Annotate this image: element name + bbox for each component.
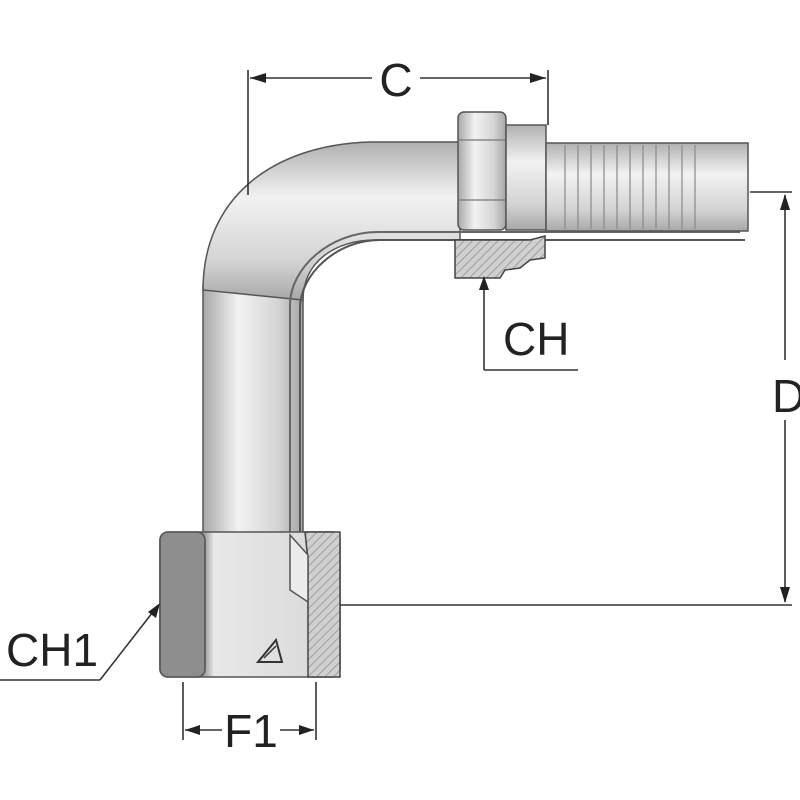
elbow-tube (202, 141, 745, 540)
tube-vertical-leg (202, 284, 304, 536)
nut-section-hatch (304, 531, 341, 678)
label-c: C (379, 54, 412, 106)
label-f1: F1 (224, 705, 278, 757)
tube-inner-wall (289, 231, 740, 535)
dimension-ch1: CH1 (0, 603, 160, 681)
label-d: D (772, 370, 800, 422)
dimension-d: D (340, 191, 800, 606)
dimension-f1: F1 (182, 682, 317, 757)
label-ch1: CH1 (6, 624, 98, 676)
triangle-mark-icon (255, 637, 284, 663)
hose-tail-barbs (545, 142, 749, 232)
hex-section-hatch (454, 235, 546, 279)
dimension-ch: CH (479, 276, 578, 371)
swivel-nut-ch1 (159, 531, 341, 678)
hex-collar-ch (457, 111, 547, 231)
tube-inner-wall-2 (299, 239, 745, 540)
tube-bend (202, 141, 461, 301)
label-ch: CH (503, 313, 569, 365)
dimension-c: C (247, 54, 549, 195)
